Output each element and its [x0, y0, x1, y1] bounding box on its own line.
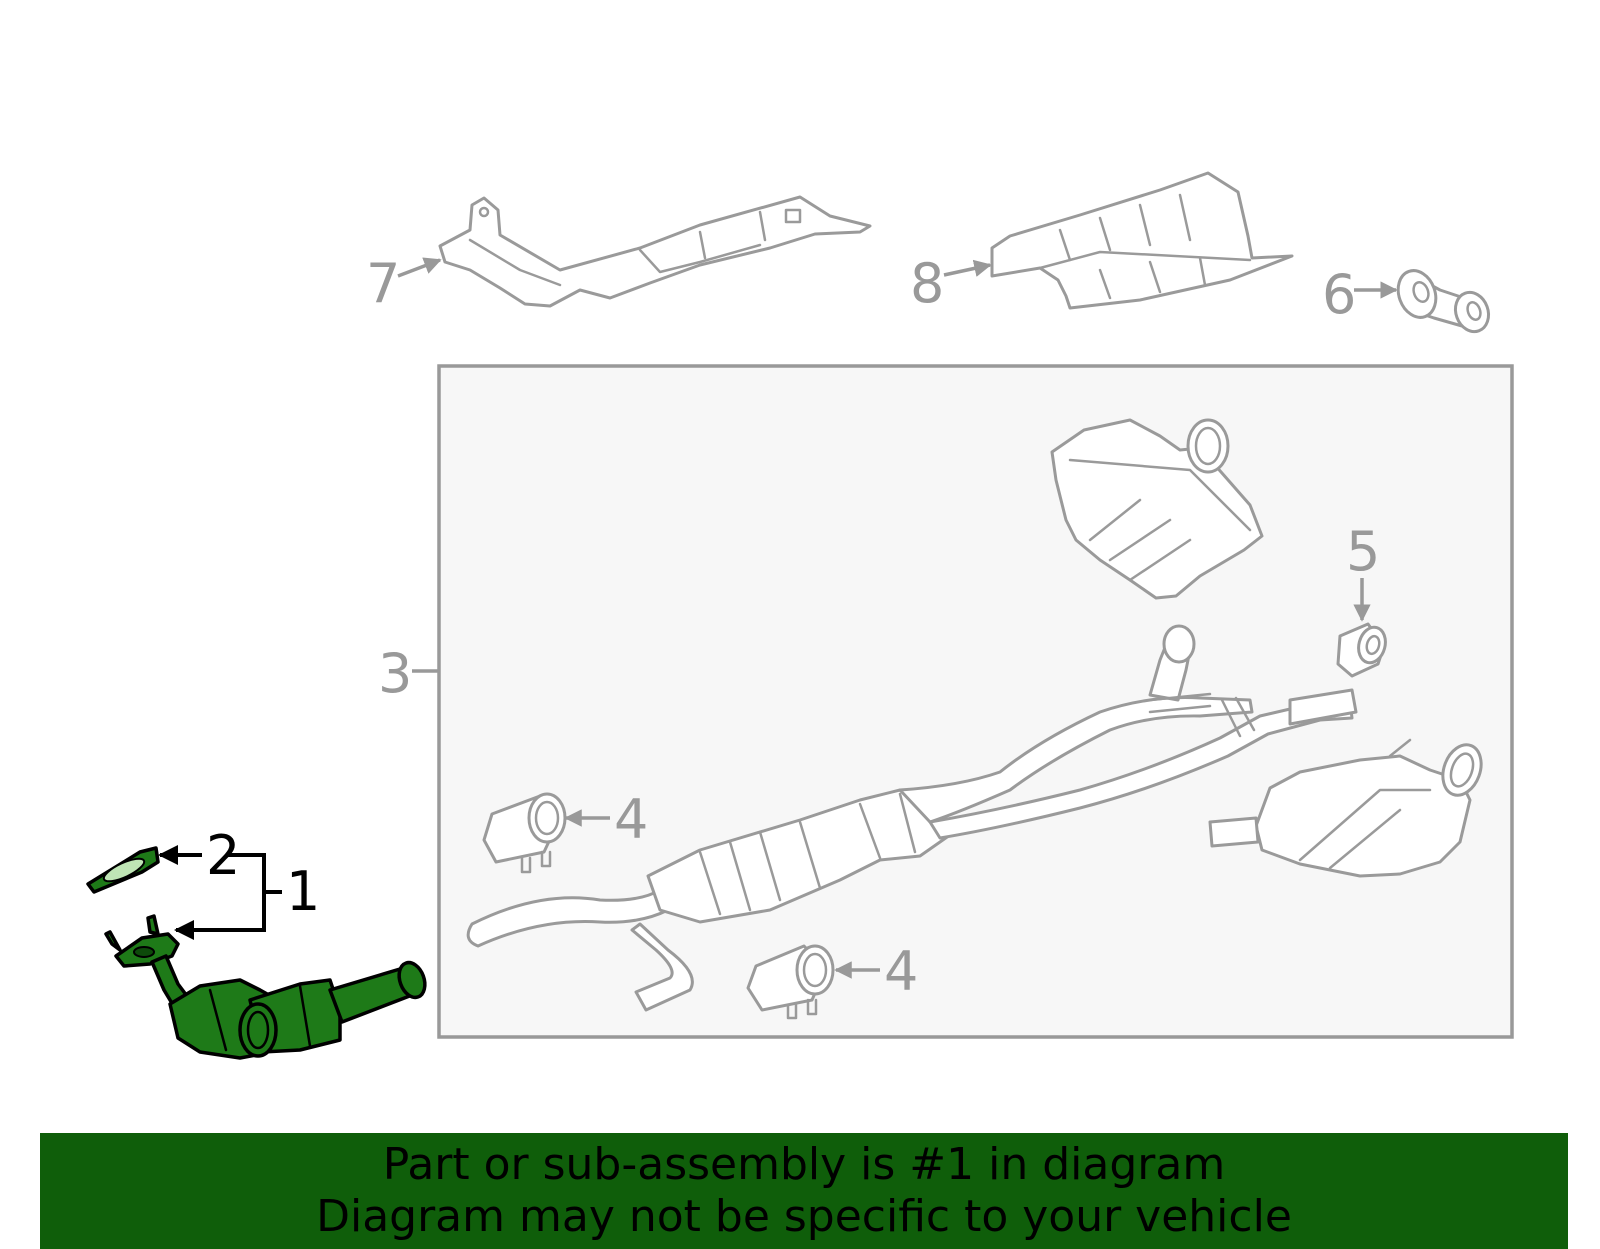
callout-3: 3: [378, 642, 412, 705]
part-4-exhaust-tip-lower[interactable]: [746, 944, 835, 1020]
callout-5: 5: [1346, 520, 1380, 583]
callout-1: 1: [286, 860, 320, 923]
part-6-hanger[interactable]: [1392, 265, 1494, 336]
banner-line-2: Diagram may not be specific to your vehi…: [316, 1191, 1292, 1242]
callout-6: 6: [1322, 263, 1356, 326]
leader-7: [397, 257, 442, 278]
part-7-heat-shield[interactable]: [438, 195, 872, 308]
part-2-gasket[interactable]: [86, 846, 160, 894]
callout-8: 8: [910, 252, 944, 315]
part-5-insulator[interactable]: [1336, 622, 1389, 678]
callout-4-lower: 4: [884, 940, 918, 1003]
leader-8: [943, 259, 992, 277]
part-4-exhaust-tip-upper[interactable]: [482, 792, 567, 874]
callout-4-upper: 4: [614, 788, 648, 851]
info-banner: Part or sub-assembly is #1 in diagram Di…: [40, 1133, 1568, 1249]
part-1-catalytic-converter[interactable]: [104, 914, 429, 1060]
callout-7: 7: [366, 252, 400, 315]
part-8-heat-shield[interactable]: [990, 171, 1294, 310]
part-3-exhaust-assembly[interactable]: [466, 418, 1488, 1012]
banner-line-1: Part or sub-assembly is #1 in diagram: [382, 1139, 1226, 1190]
